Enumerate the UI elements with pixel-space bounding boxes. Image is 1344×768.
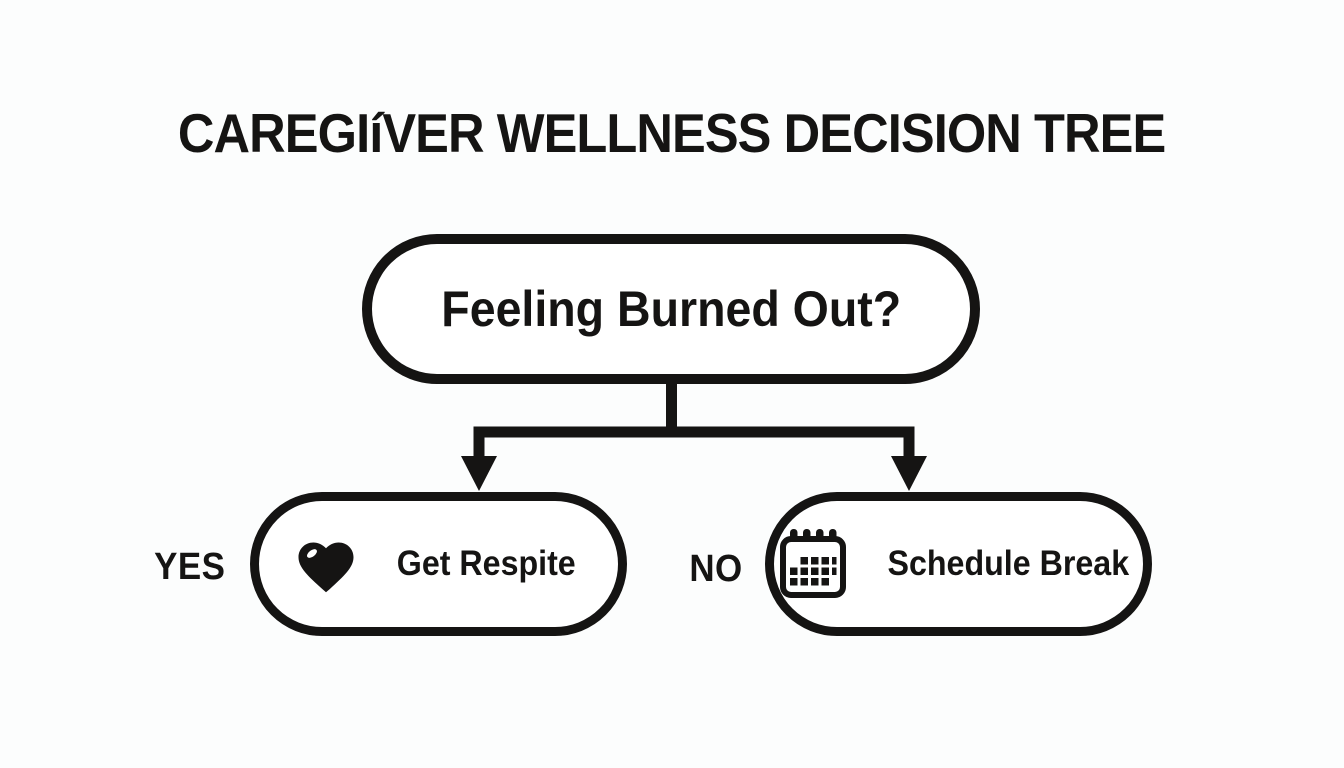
title-row: CAREGIíVER WELLNESS DECISION TREE <box>0 104 1344 162</box>
arrow-down-right-icon <box>891 456 927 491</box>
page-title: CAREGIíVER WELLNESS DECISION TREE <box>178 102 1166 164</box>
leaf-node-get-respite: Get Respite <box>250 492 627 636</box>
root-node-label: Feeling Burned Out? <box>441 281 901 337</box>
arrow-down-left-icon <box>461 456 497 491</box>
heart-icon <box>293 534 359 595</box>
leaf-node-label: Get Respite <box>397 544 576 583</box>
no-label: NO <box>689 548 743 590</box>
leaf-node-schedule-break: Schedule Break <box>765 492 1152 636</box>
yes-label: YES <box>154 546 226 588</box>
root-decision-node: Feeling Burned Out? <box>362 234 980 384</box>
calendar-icon <box>777 527 847 601</box>
leaf-node-label: Schedule Break <box>887 544 1130 583</box>
branch-crossbar-line <box>473 426 915 460</box>
